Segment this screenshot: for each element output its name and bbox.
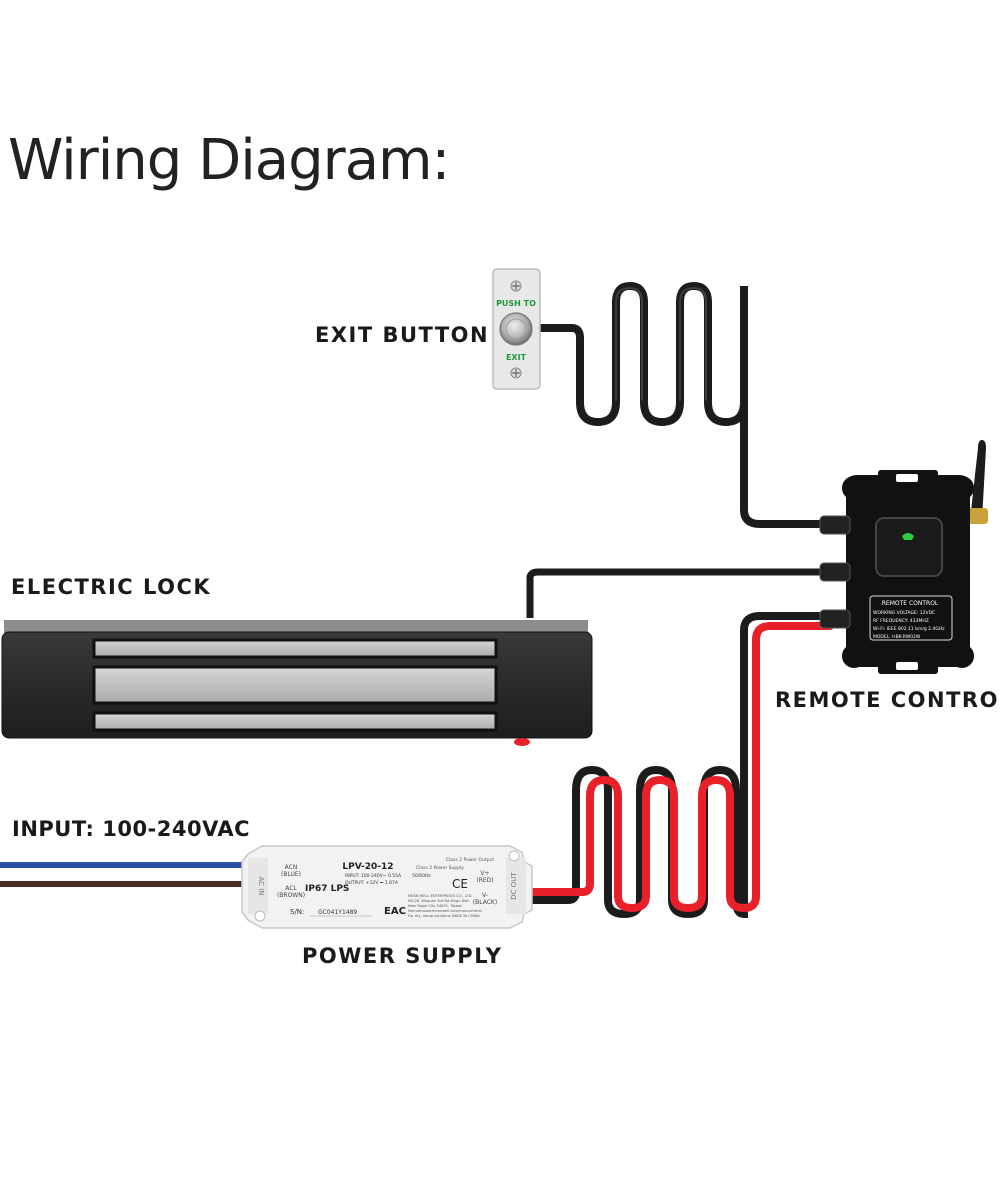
cable-gland [819,562,851,582]
remote-control-label: REMOTE CONTROL [775,688,1000,712]
psu-ce-mark: CE [452,877,468,891]
mounting-hole-icon [254,910,266,922]
page-title: Wiring Diagram: [8,128,450,193]
psu-mfr-line: New Taipei City 24891, Taiwan [408,904,463,908]
vplus-label: V+ [480,870,489,877]
acl-label: ACL [285,885,297,892]
exit-button-wire-highlight [615,286,707,401]
module-spec-line: WORKING VOLTAGE: 12VDC [873,610,935,616]
acn-label: ACN [285,864,298,871]
mounting-hole-icon [508,850,520,862]
exit-button-wire [536,281,834,528]
psu-class-supply: Class 2 Power Supply [416,865,464,871]
push-to-text: PUSH TO [496,299,536,308]
psu-freq: 50/60Hz [412,873,431,879]
acl-color-label: (BROWN) [277,892,305,899]
vplus-color-label: (RED) [476,877,493,884]
power-supply-device: AC IN DC OUT ACN (BLUE) ACL (BROWN) LPV-… [241,845,533,929]
input-voltage-label: INPUT: 100-240VAC [12,817,251,841]
exit-button-label: EXIT BUTTON [315,323,490,347]
cable-gland [819,609,851,629]
exit-push-button [499,312,533,346]
lock-wire [526,568,830,618]
antenna-icon [970,440,986,520]
module-heading: REMOTE CONTROL [882,600,939,607]
psu-mfr-line: For dry, damp locations MADE IN CHINA [408,914,480,918]
module-spec-line: MODEL: HBK-RW02W [873,634,921,640]
electric-lock-device [1,620,593,746]
power-wire-red [528,622,834,913]
dc-out-text: DC OUT [510,872,518,900]
ac-in-text: AC IN [257,876,265,895]
exit-text: EXIT [506,353,527,362]
cable-gland [819,515,851,535]
psu-output-spec: OUTPUT: +12V ⎓ 1.67A [345,880,399,886]
power-wire-black [528,612,834,919]
psu-mfr-line: Manual:www.meanwell.com/manual.html [408,909,482,913]
psu-eac-mark: EAC [384,906,406,917]
psu-class-text: Class 2 Power Output [446,857,494,863]
psu-model: LPV-20-12 [342,862,393,872]
psu-sn-value: GC041Y1489 [318,909,357,916]
power-supply-label: POWER SUPPLY [302,944,503,968]
exit-button-device: PUSH TO EXIT [492,268,541,390]
psu-mfr-line: MEAN WELL ENTERPRISES CO., LTD. [408,894,472,898]
module-spec-line: Wi-Fi: IEEE 802.11 b/n/g 2.4GHz [873,626,945,632]
status-led-icon [902,533,914,540]
electric-lock-label: ELECTRIC LOCK [11,575,212,599]
lock-indicator-led [514,738,530,746]
module-spec-line: RF FREQUENCY: 433MHZ [873,618,929,624]
psu-input-spec: INPUT: 100-240V~ 0.55A [345,873,402,879]
remote-control-device: REMOTE CONTROL WORKING VOLTAGE: 12VDC RF… [819,440,988,674]
vminus-color-label: (BLACK) [473,899,497,906]
psu-mfr-line: NO.28, Wuquan 3rd Rd.Wugu Dist. [408,899,470,903]
psu-ip-rating: IP67 LPS [305,884,349,894]
psu-sn-label: S/N: [290,908,304,916]
acn-color-label: (BLUE) [281,871,301,878]
vminus-label: V- [482,892,488,899]
